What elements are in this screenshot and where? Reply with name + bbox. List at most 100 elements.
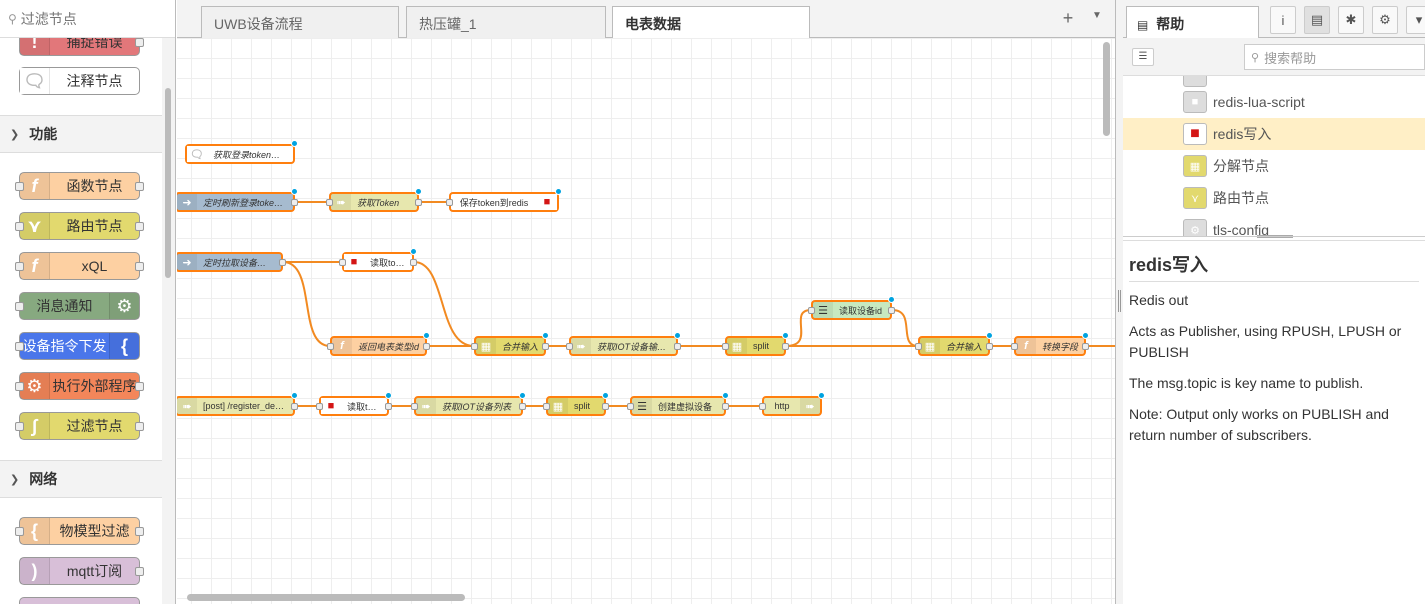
palette-scrollbar[interactable] <box>162 38 175 604</box>
flow-node-return-type[interactable]: f 返回电表类型id <box>327 332 430 356</box>
scrollbar-thumb[interactable] <box>1103 42 1110 136</box>
output-port[interactable] <box>602 403 609 410</box>
palette-node-device-cmd[interactable]: 设备指令下发 { <box>15 332 140 360</box>
input-port[interactable] <box>411 403 418 410</box>
input-port[interactable] <box>543 403 550 410</box>
flow-node-join-2[interactable]: ▦ 合并输入 <box>915 332 993 356</box>
flow-workspace[interactable]: 🗨 获取登录token说明 ➜ 定时刷新登录token ↻ ➠ 获取Token … <box>177 38 1115 604</box>
flow-node-create-device[interactable]: ☰ 创建虚拟设备 <box>627 392 729 416</box>
scrollbar-thumb[interactable] <box>187 594 465 601</box>
output-port[interactable] <box>782 343 789 350</box>
flow-node-read-device-id[interactable]: ☰ 读取设备id <box>808 296 895 320</box>
palette-node-xql[interactable]: f xQL <box>15 252 144 280</box>
output-port[interactable] <box>279 259 286 266</box>
palette-category-network[interactable]: ❯ 网络 <box>0 460 162 498</box>
palette-node-mqtt-in[interactable]: ) mqtt订阅 <box>19 557 144 585</box>
palette-node-mqtt-out[interactable] <box>19 597 140 604</box>
flow-node-http-in[interactable]: ➠ [post] /register_devices <box>177 392 298 416</box>
flow-node-get-iot-output[interactable]: ➠ 获取IOT设备输出值 <box>566 332 681 356</box>
tree-item-split[interactable]: ▦ 分解节点 <box>1123 150 1425 182</box>
input-port[interactable] <box>808 307 815 314</box>
flow-node-read-token-2[interactable]: ■ 读取token <box>316 392 392 416</box>
output-port[interactable] <box>888 307 895 314</box>
tree-item[interactable] <box>1123 76 1425 92</box>
list-icon[interactable]: ☰ <box>1132 48 1154 66</box>
flow-node-convert[interactable]: f 转换字段 <box>1011 332 1089 356</box>
flow-node-save-token[interactable]: 保存token到redis ■ <box>446 188 562 212</box>
output-port[interactable] <box>410 259 417 266</box>
tab-meter-data[interactable]: 电表数据 <box>612 6 810 39</box>
tree-item-switch[interactable]: ⋎ 路由节点 <box>1123 182 1425 214</box>
flow-node-inject-device[interactable]: ➜ 定时拉取设备数据 ↻ <box>177 252 286 272</box>
palette-node-exec[interactable]: ⚙ 执行外部程序 <box>15 372 144 400</box>
output-port[interactable] <box>291 403 298 410</box>
tab-autoclave[interactable]: 热压罐_1 <box>406 6 606 38</box>
flow-node-split-1[interactable]: ▦ split <box>722 332 789 356</box>
cog-icon: ⚙ <box>20 373 50 399</box>
input-port[interactable] <box>566 343 573 350</box>
flow-node-join-1[interactable]: ▦ 合并输入 <box>471 332 549 356</box>
book-icon[interactable]: ▤ <box>1304 6 1330 34</box>
input-port[interactable] <box>326 199 333 206</box>
add-tab-icon[interactable]: + <box>1062 8 1074 28</box>
palette-node-function[interactable]: f 函数节点 <box>15 172 144 200</box>
output-port[interactable] <box>722 403 729 410</box>
palette-search-input[interactable] <box>20 10 161 27</box>
input-port[interactable] <box>722 343 729 350</box>
input-port[interactable] <box>339 259 346 266</box>
input-port[interactable] <box>759 403 766 410</box>
palette-node-switch[interactable]: ⋎ 路由节点 <box>15 212 144 240</box>
scrollbar-thumb[interactable] <box>165 88 171 278</box>
changed-indicator <box>415 188 422 195</box>
palette-node-notify[interactable]: 消息通知 ⚙ <box>15 292 140 320</box>
info-icon[interactable]: i <box>1270 6 1296 34</box>
tree-item-tls[interactable]: ⚙ tls-config <box>1123 214 1425 236</box>
output-port <box>135 222 144 231</box>
output-port[interactable] <box>986 343 993 350</box>
flow-node-get-token[interactable]: ➠ 获取Token <box>326 188 422 212</box>
drag-handle-icon[interactable] <box>1118 290 1121 312</box>
input-port[interactable] <box>915 343 922 350</box>
flow-node-comment[interactable]: 🗨 获取登录token说明 <box>185 140 298 164</box>
palette-node-catch[interactable]: ! 捕捉错误 <box>19 38 144 56</box>
input-port[interactable] <box>1011 343 1018 350</box>
output-port[interactable] <box>423 343 430 350</box>
workspace-horizontal-scrollbar[interactable] <box>177 590 1102 604</box>
tab-help[interactable]: ▤ 帮助 <box>1126 6 1259 39</box>
input-port[interactable] <box>316 403 323 410</box>
changed-indicator <box>722 392 729 399</box>
gear-icon[interactable]: ⚙ <box>1372 6 1398 34</box>
flow-node-inject-token[interactable]: ➜ 定时刷新登录token ↻ <box>177 188 298 212</box>
tab-uwb[interactable]: UWB设备流程 <box>201 6 399 38</box>
output-port[interactable] <box>1082 343 1089 350</box>
input-port[interactable] <box>627 403 634 410</box>
chevron-down-icon[interactable]: ▼ <box>1092 10 1102 21</box>
sidebar-separator[interactable] <box>1115 0 1123 604</box>
input-port[interactable] <box>446 199 453 206</box>
tree-item-redis-out[interactable]: ■ redis写入 <box>1123 118 1425 150</box>
palette-node-model-filter[interactable]: { 物模型过滤 <box>15 517 144 545</box>
flow-node-iot-list[interactable]: ➠ 获取IOT设备列表 <box>411 392 526 416</box>
help-search[interactable]: ⚲ 搜索帮助 <box>1244 44 1425 70</box>
flow-node-http-response[interactable]: http ➠ <box>759 392 825 416</box>
palette-search[interactable]: ⚲ <box>0 0 175 38</box>
tree-item-redis-lua[interactable]: ■ redis-lua-script <box>1123 86 1425 118</box>
input-port[interactable] <box>471 343 478 350</box>
flow-node-split-2[interactable]: ▦ split <box>543 392 609 416</box>
output-port[interactable] <box>415 199 422 206</box>
workspace-vertical-scrollbar[interactable] <box>1100 38 1114 594</box>
chevron-down-icon[interactable]: ▾ <box>1406 6 1425 34</box>
output-port[interactable] <box>291 199 298 206</box>
debug-bug-icon[interactable]: ✱ <box>1338 6 1364 34</box>
palette-node-comment[interactable]: 🗨 注释节点 <box>19 67 140 95</box>
input-port[interactable] <box>327 343 334 350</box>
output-port[interactable] <box>519 403 526 410</box>
palette-node-filter[interactable]: ∫ 过滤节点 <box>15 412 144 440</box>
output-port[interactable] <box>385 403 392 410</box>
flow-node-read-token[interactable]: ■ 读取token <box>339 248 417 272</box>
palette-node-label: 过滤节点 <box>66 418 123 434</box>
output-port[interactable] <box>674 343 681 350</box>
help-splitter[interactable] <box>1257 235 1293 238</box>
palette-category-function[interactable]: ❯ 功能 <box>0 115 162 153</box>
output-port[interactable] <box>542 343 549 350</box>
